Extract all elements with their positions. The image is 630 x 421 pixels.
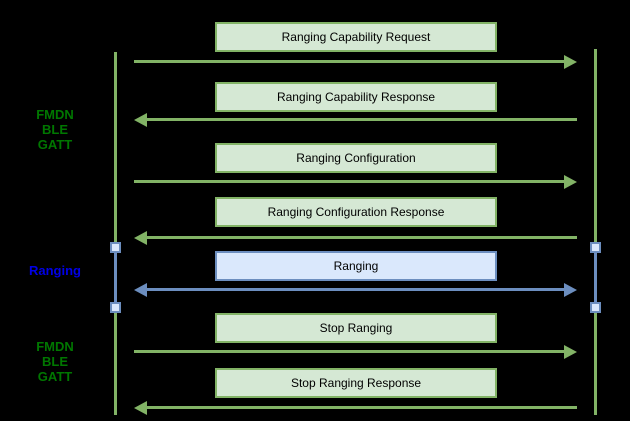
phase-label-line: BLE [42,354,68,369]
arrow-stop-ranging-response [134,401,577,415]
arrow-ranging-configuration-response [134,231,577,245]
activation-handle-left-bottom [110,302,121,313]
phase-label-fmdn-ble-gatt-bottom: FMDN BLE GATT [7,339,103,384]
activation-handle-right-bottom [590,302,601,313]
message-label: Ranging Configuration [296,151,416,165]
arrow-line [134,60,566,63]
phase-label-line: FMDN [36,339,74,354]
message-box-stop-ranging-response: Stop Ranging Response [215,368,497,398]
arrowhead-right-icon [564,345,577,359]
message-box-ranging-capability-response: Ranging Capability Response [215,82,497,112]
message-label: Ranging Capability Response [276,90,436,104]
phase-label-line: GATT [37,137,73,152]
message-box-ranging-configuration-response: Ranging Configuration Response [215,197,497,227]
arrowhead-right-icon [564,55,577,69]
arrow-stop-ranging [134,345,577,359]
lifeline-left-ranging-segment [114,244,117,311]
message-label: Ranging [333,259,379,273]
arrow-ranging-configuration [134,175,577,189]
lifeline-left-lower [114,313,117,415]
activation-handle-right-top [590,242,601,253]
arrowhead-left-icon [134,283,147,297]
arrow-line [145,406,577,409]
arrow-line [145,118,577,121]
lifeline-right-upper [594,49,597,242]
arrow-line [134,350,566,353]
lifeline-right-ranging-segment [594,244,597,311]
arrowhead-right-icon [564,175,577,189]
lifeline-left-upper [114,52,117,242]
phase-label-line: Ranging [29,263,81,278]
activation-handle-left-top [110,242,121,253]
message-box-stop-ranging: Stop Ranging [215,313,497,343]
arrow-ranging-capability-response [134,113,577,127]
phase-label-line: GATT [37,369,73,384]
arrow-line [145,288,566,291]
message-label: Ranging Capability Request [281,30,431,44]
message-box-ranging-configuration: Ranging Configuration [215,143,497,173]
message-box-ranging: Ranging [215,251,497,281]
arrowhead-left-icon [134,401,147,415]
arrow-ranging-capability-request [134,55,577,69]
message-label: Stop Ranging Response [290,376,422,390]
message-label: Stop Ranging [319,321,393,335]
arrowhead-left-icon [134,231,147,245]
phase-label-ranging: Ranging [7,263,103,278]
phase-label-fmdn-ble-gatt-top: FMDN BLE GATT [7,107,103,152]
arrow-line [145,236,577,239]
phase-label-line: FMDN [36,107,74,122]
message-label: Ranging Configuration Response [267,205,445,219]
arrowhead-right-icon [564,283,577,297]
arrow-ranging-bidirectional [134,283,577,297]
phase-label-line: BLE [42,122,68,137]
lifeline-right-lower [594,313,597,415]
message-box-ranging-capability-request: Ranging Capability Request [215,22,497,52]
arrowhead-left-icon [134,113,147,127]
arrow-line [134,180,566,183]
